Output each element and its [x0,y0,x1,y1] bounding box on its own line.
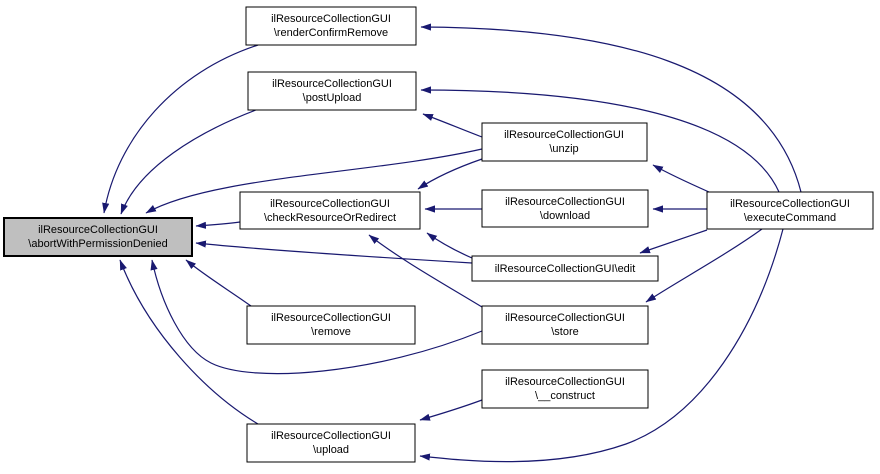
edge-upload-to-abortWithPermissionDenied [119,259,259,425]
edge-executeCommand-to-edit [639,229,708,254]
node-abortWithPermissionDenied-box [3,217,193,257]
node-edit[interactable]: ilResourceCollectionGUI\edit [471,255,659,282]
node-unzip-label1: ilResourceCollectionGUI [504,129,624,141]
node-construct-label1: ilResourceCollectionGUI [505,376,625,388]
node-postUpload-label1: ilResourceCollectionGUI [272,78,392,90]
node-remove-label2: \remove [311,326,351,338]
node-renderConfirmRemove-label2: \renderConfirmRemove [274,27,388,39]
edge-executeCommand-to-unzip [652,164,710,193]
edge-renderConfirmRemove-to-abortWithPermissionDenied [102,44,259,214]
edge-edit-to-checkResourceOrRedirect [426,232,473,259]
node-checkResourceOrRedirect[interactable]: ilResourceCollectionGUI \checkResourceOr… [239,191,421,230]
node-postUpload-box[interactable] [247,71,417,111]
node-construct-box[interactable] [481,369,649,409]
node-upload[interactable]: ilResourceCollectionGUI \upload [246,423,416,463]
node-download-box[interactable] [481,189,649,228]
node-construct[interactable]: ilResourceCollectionGUI \__construct [481,369,649,409]
node-executeCommand[interactable]: ilResourceCollectionGUI \executeCommand [706,191,874,230]
edge-construct-to-upload [419,399,483,421]
edge-executeCommand-to-postUpload [420,86,780,193]
node-download-label2: \download [540,210,590,222]
node-store-label2: \store [551,326,579,338]
node-store-box[interactable] [481,305,649,345]
node-remove-label1: ilResourceCollectionGUI [271,312,391,324]
edge-executeCommand-to-upload [419,228,784,463]
node-renderConfirmRemove-label1: ilResourceCollectionGUI [271,13,391,25]
node-upload-box[interactable] [246,423,416,463]
edge-remove-to-abortWithPermissionDenied [185,259,252,307]
node-executeCommand-box[interactable] [706,191,874,230]
node-remove[interactable]: ilResourceCollectionGUI \remove [246,305,416,345]
node-store[interactable]: ilResourceCollectionGUI \store [481,305,649,345]
node-checkResourceOrRedirect-box[interactable] [239,191,421,230]
node-edit-label1: ilResourceCollectionGUI\edit [495,263,636,275]
edge-edit-to-abortWithPermissionDenied [195,240,473,264]
node-abortWithPermissionDenied: ilResourceCollectionGUI \abortWithPermis… [3,217,193,257]
node-upload-label1: ilResourceCollectionGUI [271,430,391,442]
edge-executeCommand-to-store [645,228,763,303]
edge-unzip-to-checkResourceOrRedirect [417,158,483,190]
node-postUpload-label2: \postUpload [303,92,362,104]
node-download-label1: ilResourceCollectionGUI [505,196,625,208]
edge-store-to-checkResourceOrRedirect [368,234,483,308]
edge-store-to-abortWithPermissionDenied [150,259,483,375]
node-edit-box[interactable] [471,255,659,282]
node-renderConfirmRemove-box[interactable] [245,6,417,46]
node-executeCommand-label2: \executeCommand [744,212,836,224]
node-unzip-box[interactable] [481,122,648,162]
node-remove-box[interactable] [246,305,416,345]
node-renderConfirmRemove[interactable]: ilResourceCollectionGUI \renderConfirmRe… [245,6,417,46]
node-unzip[interactable]: ilResourceCollectionGUI \unzip [481,122,648,162]
node-abortWithPermissionDenied-label2: \abortWithPermissionDenied [28,238,167,250]
node-upload-label2: \upload [313,444,349,456]
node-checkResourceOrRedirect-label1: ilResourceCollectionGUI [270,198,390,210]
edge-unzip-to-abortWithPermissionDenied [145,148,483,214]
node-abortWithPermissionDenied-label1: ilResourceCollectionGUI [38,224,158,236]
edge-postUpload-to-abortWithPermissionDenied [120,109,257,215]
node-store-label1: ilResourceCollectionGUI [505,312,625,324]
node-construct-label2: \__construct [535,390,595,402]
node-postUpload[interactable]: ilResourceCollectionGUI \postUpload [247,71,417,111]
edge-executeCommand-to-renderConfirmRemove [420,23,802,193]
edge-group [102,23,802,463]
node-executeCommand-label1: ilResourceCollectionGUI [730,198,850,210]
node-unzip-label2: \unzip [549,143,578,155]
node-checkResourceOrRedirect-label2: \checkResourceOrRedirect [264,212,396,224]
edge-checkResourceOrRedirect-to-abortWithPermissionDenied [195,221,241,229]
edge-unzip-to-postUpload [422,113,483,138]
node-download[interactable]: ilResourceCollectionGUI \download [481,189,649,228]
